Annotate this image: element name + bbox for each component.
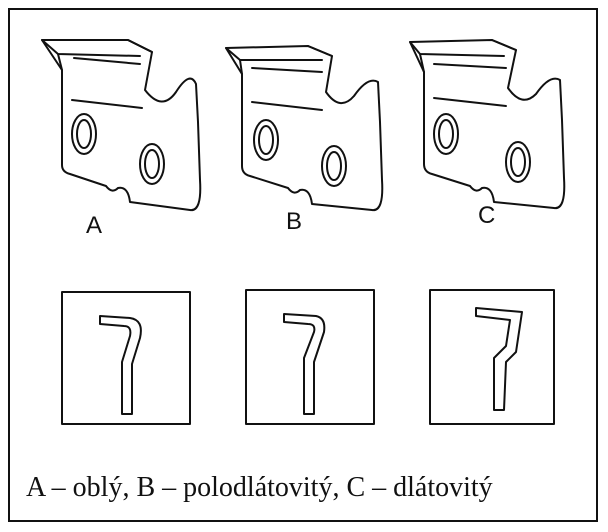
cutter-b-label: B: [286, 208, 303, 235]
profile-c-box: [429, 289, 555, 425]
cutter-a-label: A: [86, 212, 103, 239]
figure-caption: A – oblý, B – polodlátovitý, C – dlátovi…: [26, 472, 493, 503]
figure-frame: [8, 8, 598, 522]
cutter-c-illustration: [409, 39, 566, 210]
cutter-b-illustration: [225, 45, 384, 212]
profile-a-box: [61, 291, 191, 425]
cutter-c-label: C: [478, 202, 496, 229]
cutter-a-illustration: [41, 39, 202, 212]
profile-b-box: [245, 289, 375, 425]
